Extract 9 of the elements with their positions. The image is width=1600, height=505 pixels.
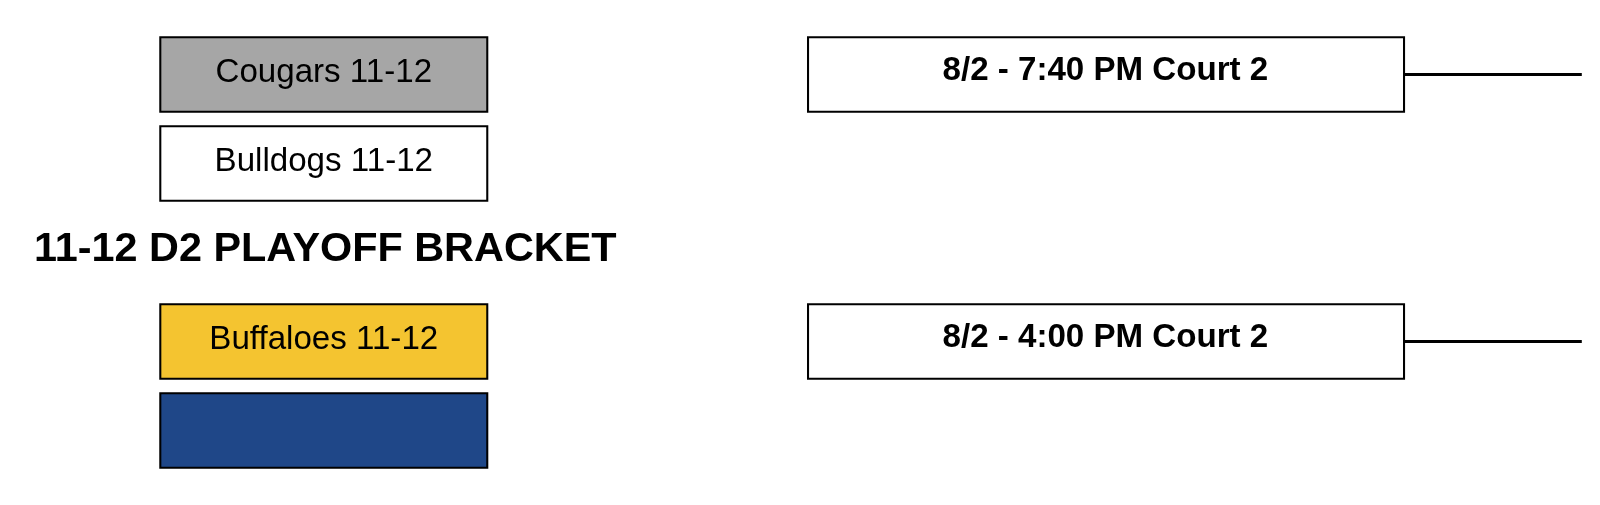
node-box: 8/2 - 7:40 PM Court 2 (806, 36, 1405, 113)
node-box: Buffaloes 11-12 (158, 303, 488, 380)
node-box: Cougars 11-12 (158, 36, 488, 113)
node-box: 8/2 - 4:00 PM Court 2 (806, 303, 1405, 380)
node-box: Bulldogs 11-12 (158, 125, 488, 202)
connector (1404, 339, 1582, 344)
label: 11-12 D2 PLAYOFF BRACKET (33, 223, 617, 270)
connector (1404, 73, 1582, 77)
node-box (158, 392, 488, 469)
